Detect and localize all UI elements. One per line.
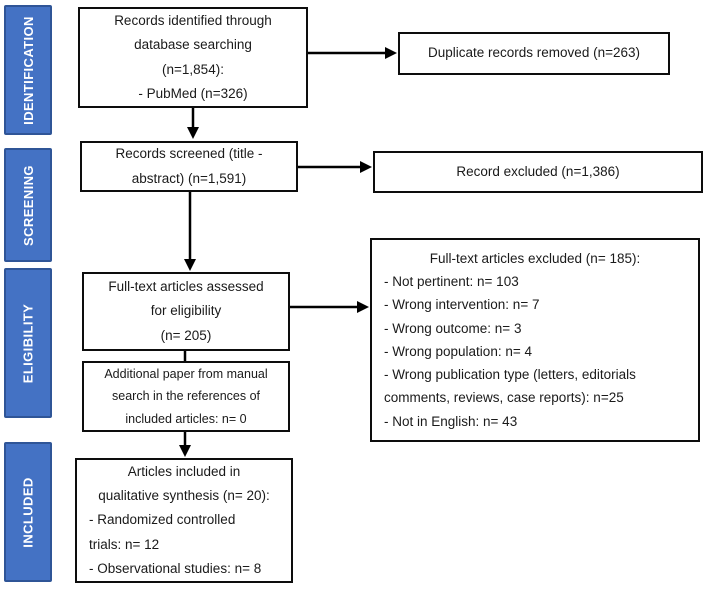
arrow-identified-to-screened xyxy=(187,108,199,139)
box-items: - Not pertinent: n= 103 - Wrong interven… xyxy=(384,274,636,429)
box-text: Records identified through database sear… xyxy=(114,13,272,101)
arrow-additional-to-included xyxy=(179,431,191,457)
arrow-screened-to-assessed xyxy=(184,191,196,271)
box-text: Full-text articles assessed for eligibil… xyxy=(108,279,264,343)
box-text: Duplicate records removed (n=263) xyxy=(428,45,640,61)
stage-text: SCREENING xyxy=(20,164,36,246)
arrow-assessed-to-fulltext-excluded xyxy=(290,301,369,313)
stage-text: IDENTIFICATION xyxy=(20,15,36,125)
stage-label-identification: IDENTIFICATION xyxy=(4,5,52,135)
stage-label-included: INCLUDED xyxy=(4,442,52,582)
box-title: Articles included in qualitative synthes… xyxy=(98,464,270,504)
box-records-identified: Records identified through database sear… xyxy=(78,7,308,108)
box-title: Full-text articles excluded (n= 185): xyxy=(429,251,641,266)
box-duplicates-removed: Duplicate records removed (n=263) xyxy=(398,32,670,75)
box-items: - Randomized controlled trials: n= 12 - … xyxy=(89,512,262,576)
box-records-excluded: Record excluded (n=1,386) xyxy=(373,151,703,193)
box-text: Record excluded (n=1,386) xyxy=(456,163,620,179)
arrow-identified-to-duplicates xyxy=(308,47,397,59)
box-articles-included: Articles included in qualitative synthes… xyxy=(75,458,293,583)
box-additional-paper: Additional paper from manual search in t… xyxy=(82,361,290,432)
stage-text: ELIGIBILITY xyxy=(20,303,36,383)
box-records-screened: Records screened (title - abstract) (n=1… xyxy=(80,141,298,192)
stage-text: INCLUDED xyxy=(20,476,36,548)
box-fulltext-assessed: Full-text articles assessed for eligibil… xyxy=(82,272,290,351)
box-text: Records screened (title - abstract) (n=1… xyxy=(115,146,263,186)
stage-label-screening: SCREENING xyxy=(4,148,52,262)
stage-label-eligibility: ELIGIBILITY xyxy=(4,268,52,418)
box-fulltext-excluded: Full-text articles excluded (n= 185): - … xyxy=(370,238,700,442)
box-text: Additional paper from manual search in t… xyxy=(104,366,268,426)
arrow-screened-to-excluded xyxy=(298,161,372,173)
